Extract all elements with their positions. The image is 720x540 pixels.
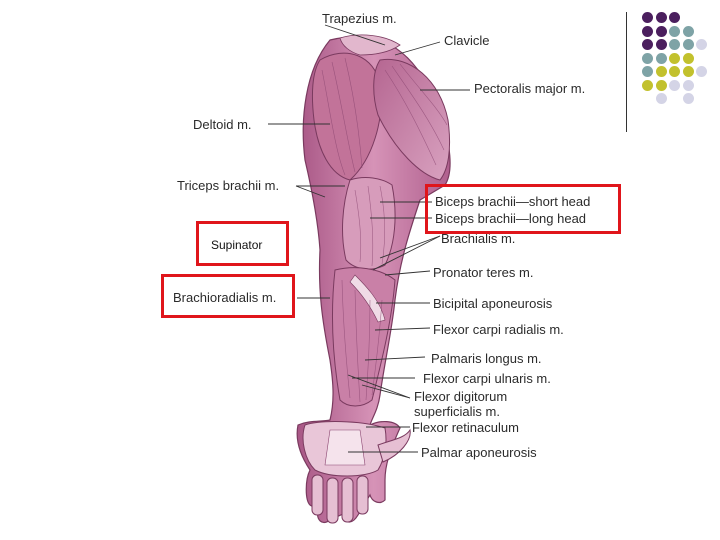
label-flexor-retinaculum: Flexor retinaculum	[412, 420, 519, 435]
label-brachialis: Brachialis m.	[441, 231, 516, 246]
label-bicipital-aponeurosis: Bicipital aponeurosis	[433, 296, 553, 311]
decorative-dot	[655, 66, 667, 77]
decorative-dot	[669, 25, 680, 37]
bicipital-aponeurosis-shape	[349, 274, 386, 323]
label-biceps-short-head: Biceps brachii—short head	[435, 194, 591, 209]
biceps-muscle	[342, 177, 396, 270]
decorative-dot	[642, 66, 653, 77]
highlight-box-brachioradialis	[161, 274, 295, 318]
label-pronator-teres: Pronator teres m.	[433, 265, 534, 280]
decorative-dot	[655, 39, 667, 50]
label-flexor-digitorum-1: Flexor digitorum	[414, 389, 508, 404]
label-biceps-long-head: Biceps brachii—long head	[435, 211, 587, 226]
decorative-dot	[669, 39, 680, 50]
label-flexor-carpi-ulnaris: Flexor carpi ulnaris m.	[423, 371, 551, 386]
decorative-dot	[682, 93, 694, 104]
trapezius-muscle	[339, 34, 401, 56]
decorative-dot	[682, 39, 694, 50]
label-trapezius: Trapezius m.	[322, 11, 397, 26]
decorative-dot	[682, 66, 694, 77]
decorative-dot	[682, 79, 694, 91]
highlight-box-supinator	[196, 221, 289, 266]
label-clavicle: Clavicle	[444, 33, 490, 48]
label-triceps-brachii: Triceps brachii m.	[177, 178, 280, 193]
decorative-dot	[642, 39, 653, 50]
label-palmar-aponeurosis: Palmar aponeurosis	[421, 445, 537, 460]
decorative-dot	[655, 52, 667, 64]
decorative-dot	[696, 39, 707, 50]
label-brachioradialis: Brachioradialis m.	[173, 290, 277, 305]
decorative-divider	[626, 12, 627, 132]
decorative-dot	[642, 79, 653, 91]
decorative-dot	[669, 52, 680, 64]
decorative-dot	[642, 52, 653, 64]
decorative-dot	[682, 25, 694, 37]
muscle-striations	[321, 57, 448, 403]
decorative-dot	[682, 52, 694, 64]
decorative-dot	[655, 25, 667, 37]
supinator-annotation: Supinator	[211, 238, 263, 252]
pectoralis-muscle	[373, 58, 451, 181]
decorative-dot	[655, 93, 667, 104]
label-pectoralis-major: Pectoralis major m.	[474, 81, 586, 96]
decorative-dot	[655, 12, 667, 23]
label-palmaris-longus: Palmaris longus m.	[431, 351, 542, 366]
decorative-dot	[669, 66, 680, 77]
decorative-dot	[669, 79, 680, 91]
forearm-muscles	[332, 267, 396, 407]
leader-lines	[268, 24, 470, 453]
highlight-box-biceps	[425, 184, 621, 234]
label-flexor-digitorum-2: superficialis m.	[414, 404, 500, 419]
label-deltoid: Deltoid m.	[193, 117, 252, 132]
decorative-dot	[669, 12, 680, 23]
deltoid-muscle	[311, 52, 382, 181]
label-flexor-carpi-radialis: Flexor carpi radialis m.	[433, 322, 564, 337]
decorative-dot	[655, 79, 667, 91]
decorative-dot	[696, 66, 707, 77]
palmar-aponeurosis-shape	[324, 429, 366, 466]
decorative-dot	[642, 12, 653, 23]
fingers	[311, 428, 411, 524]
decorative-dot	[642, 25, 653, 37]
